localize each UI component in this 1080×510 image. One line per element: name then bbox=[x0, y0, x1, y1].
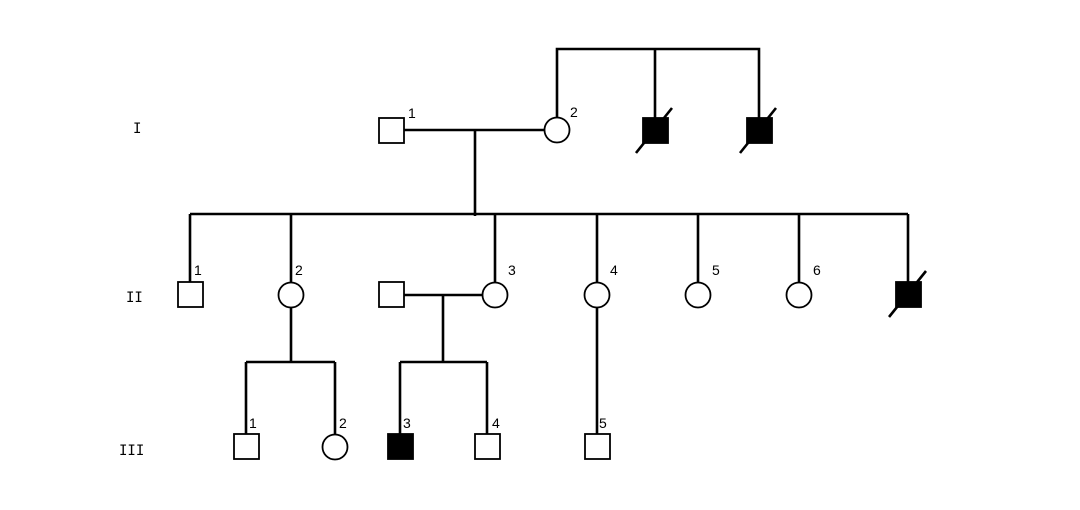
number-label-II-6: 6 bbox=[813, 262, 821, 278]
deceased-mark-I-uncle-a bbox=[634, 107, 674, 154]
individual-III-3 bbox=[387, 433, 414, 460]
individual-II-spouse bbox=[378, 281, 405, 308]
individual-III-1 bbox=[233, 433, 260, 460]
individual-II-4 bbox=[583, 281, 611, 309]
sibship-line-I-2 bbox=[555, 47, 761, 118]
individual-II-1 bbox=[177, 281, 204, 308]
number-label-I-1: 1 bbox=[408, 105, 416, 121]
individual-III-2 bbox=[321, 433, 349, 461]
number-label-III-1: 1 bbox=[249, 415, 257, 431]
generation-label-II: II bbox=[126, 290, 143, 306]
individual-III-4 bbox=[474, 433, 501, 460]
individual-II-5 bbox=[684, 281, 712, 309]
individual-numbers: 1 2 1 2 3 4 5 6 1 2 3 4 5 bbox=[194, 104, 821, 431]
individuals bbox=[177, 107, 928, 461]
deceased-mark-I-uncle-b bbox=[738, 107, 778, 154]
individual-I-1 bbox=[378, 117, 405, 144]
pedigree-lines bbox=[188, 47, 910, 434]
number-label-III-5: 5 bbox=[599, 415, 607, 431]
sibship-line-II bbox=[188, 212, 910, 282]
generation-label-III: III bbox=[119, 443, 144, 459]
individual-II-3 bbox=[481, 281, 509, 309]
number-label-II-5: 5 bbox=[712, 262, 720, 278]
number-label-III-4: 4 bbox=[492, 415, 500, 431]
number-label-II-4: 4 bbox=[610, 262, 618, 278]
individual-II-2 bbox=[277, 281, 305, 309]
descent-line-II-3 bbox=[398, 295, 489, 434]
number-label-I-2: 2 bbox=[570, 104, 578, 120]
individual-I-2 bbox=[543, 116, 571, 144]
number-label-II-1: 1 bbox=[194, 262, 202, 278]
deceased-mark-II-7 bbox=[887, 270, 928, 318]
number-label-III-2: 2 bbox=[339, 415, 347, 431]
descent-line-II-2 bbox=[244, 308, 337, 434]
individual-III-5 bbox=[584, 433, 611, 460]
number-label-II-2: 2 bbox=[295, 262, 303, 278]
number-label-II-3: 3 bbox=[508, 262, 516, 278]
number-label-III-3: 3 bbox=[403, 415, 411, 431]
individual-II-6 bbox=[785, 281, 813, 309]
generation-label-I: I bbox=[133, 121, 141, 137]
